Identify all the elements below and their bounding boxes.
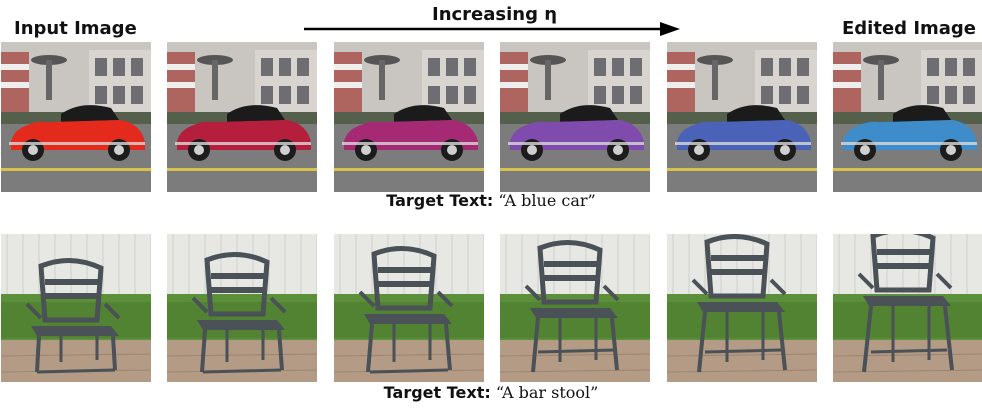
car-image-0 <box>1 42 151 192</box>
caption-value: “A blue car” <box>498 191 596 210</box>
chair-image-1 <box>167 234 317 382</box>
caption-label: Target Text: <box>386 191 494 210</box>
target-text-caption-1: Target Text: “A blue car” <box>0 191 982 210</box>
target-text-caption-2: Target Text: “A bar stool” <box>0 383 982 402</box>
car-image-4 <box>667 42 817 192</box>
car-image-3 <box>500 42 650 192</box>
caption-value: “A bar stool” <box>495 383 599 402</box>
chair-image-2 <box>334 234 484 382</box>
header-increasing-eta: Increasing η <box>432 4 558 25</box>
chair-image-4 <box>667 234 817 382</box>
car-image-2 <box>334 42 484 192</box>
car-image-5 <box>833 42 982 192</box>
caption-label: Target Text: <box>383 383 491 402</box>
header-edited-image: Edited Image <box>842 18 977 39</box>
chair-image-0 <box>1 234 151 382</box>
car-image-1 <box>167 42 317 192</box>
header-input-image: Input Image <box>14 18 137 39</box>
chair-image-3 <box>500 234 650 382</box>
chair-image-5 <box>833 234 982 382</box>
arrow-right-icon <box>304 22 680 36</box>
